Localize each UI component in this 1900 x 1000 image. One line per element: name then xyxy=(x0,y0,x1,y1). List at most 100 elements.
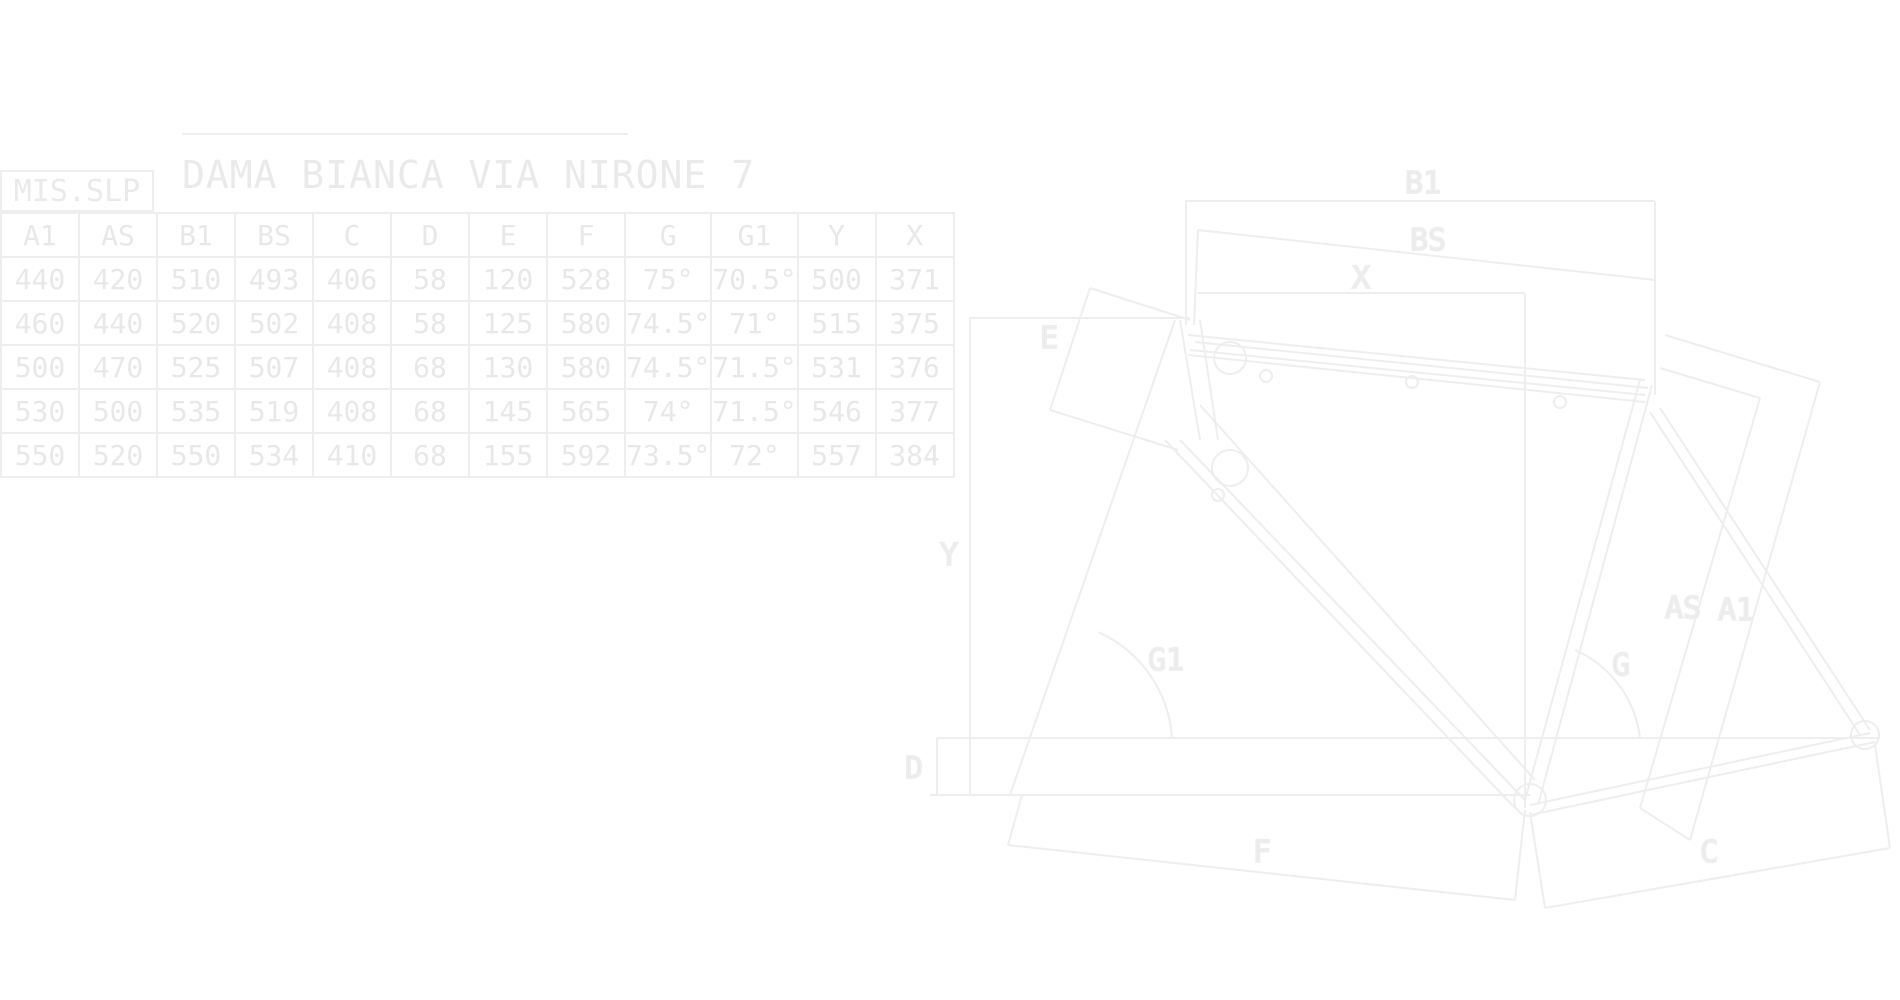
table-cell: 531 xyxy=(796,344,877,390)
table-cell: 74.5° xyxy=(623,344,713,390)
table-cell: 493 xyxy=(234,256,314,302)
as-top-line xyxy=(1659,367,1761,399)
table-cell: 550 xyxy=(156,432,236,478)
table-cell: 470 xyxy=(78,344,158,390)
table-cell: 71.5° xyxy=(710,388,799,434)
seat-tube-back xyxy=(1537,384,1653,806)
table-cell: 145 xyxy=(468,388,548,434)
table-cell: 155 xyxy=(468,432,548,478)
column-header-y: Y xyxy=(796,212,877,258)
table-cell: 73.5° xyxy=(623,432,713,478)
table-cell: 410 xyxy=(312,432,392,478)
table-cell: 500 xyxy=(78,388,158,434)
table-cell: 72° xyxy=(710,432,799,478)
cable-guide-2 xyxy=(1553,395,1567,409)
table-cell: 58 xyxy=(390,300,470,346)
label-bs: BS xyxy=(1410,223,1446,258)
size-label: MIS.SLP xyxy=(13,173,141,209)
column-header-g1: G1 xyxy=(710,212,799,258)
table-cell: 534 xyxy=(234,432,314,478)
label-d: D xyxy=(905,751,923,786)
cable-guide-1 xyxy=(1405,375,1419,389)
column-header-b1: B1 xyxy=(156,212,236,258)
table-cell: 546 xyxy=(796,388,877,434)
label-g1: G1 xyxy=(1148,643,1184,678)
label-y: Y xyxy=(940,538,958,573)
table-cell: 535 xyxy=(156,388,236,434)
table-cell: 408 xyxy=(312,388,392,434)
table-cell: 406 xyxy=(312,256,392,302)
bs-left-extension xyxy=(1193,229,1199,326)
table-cell: 408 xyxy=(312,344,392,390)
table-cell: 440 xyxy=(78,300,158,346)
column-header-e: E xyxy=(468,212,548,258)
label-g: G xyxy=(1612,648,1630,683)
label-f: F xyxy=(1253,835,1271,870)
table-cell: 71° xyxy=(710,300,799,346)
f-right-tick xyxy=(1514,809,1526,901)
column-header-bs: BS xyxy=(234,212,314,258)
f-front-extension xyxy=(1009,319,1176,796)
dimension-labels: B1 BS X Y E D F C G1 G AS A1 xyxy=(904,165,1755,871)
c-dimension-line xyxy=(1544,847,1891,909)
table-cell: 68 xyxy=(390,344,470,390)
c-left-tick xyxy=(1529,811,1546,909)
table-cell: 580 xyxy=(546,344,626,390)
a1-dimension-line xyxy=(1689,381,1821,841)
table-cell: 500 xyxy=(0,344,80,390)
table-cell: 68 xyxy=(390,388,470,434)
column-header-d: D xyxy=(390,212,470,258)
label-e: E xyxy=(1040,321,1058,356)
seat-stay-lower xyxy=(1649,411,1861,736)
table-cell: 377 xyxy=(874,388,955,434)
page-title: DAMA BIANCA VIA NIRONE 7 xyxy=(182,153,756,197)
chain-stay-lower xyxy=(1529,741,1876,816)
table-cell: 528 xyxy=(546,256,626,302)
down-tube-upper xyxy=(1179,439,1526,801)
table-cell: 75° xyxy=(623,256,713,302)
g1-angle-arc xyxy=(1097,631,1173,739)
e-bottom-line xyxy=(1049,409,1179,451)
cable-guide-3 xyxy=(1259,369,1273,383)
size-label-cell: MIS.SLP xyxy=(0,170,154,212)
c-right-tick xyxy=(1874,744,1891,849)
table-cell: 375 xyxy=(874,300,955,346)
table-cell: 565 xyxy=(546,388,626,434)
table-cell: 376 xyxy=(874,344,955,390)
table-cell: 519 xyxy=(234,388,314,434)
seat-tube-front xyxy=(1524,379,1641,801)
head-tube-back xyxy=(1199,319,1219,441)
table-cell: 515 xyxy=(796,300,877,346)
top-tube-center xyxy=(1194,341,1649,389)
down-tube-cable xyxy=(1164,439,1516,809)
bottom-bracket-shell xyxy=(1513,783,1547,817)
head-tube-front xyxy=(1179,319,1201,441)
cable-guide-4 xyxy=(1211,488,1225,502)
table-cell: 510 xyxy=(156,256,236,302)
g-angle-arc xyxy=(1574,649,1641,739)
table-cell: 130 xyxy=(468,344,548,390)
chain-stay-upper xyxy=(1529,732,1871,806)
table-cell: 520 xyxy=(78,432,158,478)
bicycle-frame xyxy=(1164,319,1880,817)
table-cell: 408 xyxy=(312,300,392,346)
title-underline xyxy=(182,133,628,135)
table-cell: 592 xyxy=(546,432,626,478)
table-cell: 502 xyxy=(234,300,314,346)
column-header-f: F xyxy=(546,212,626,258)
table-cell: 460 xyxy=(0,300,80,346)
table-cell: 125 xyxy=(468,300,548,346)
top-tube-upper xyxy=(1187,334,1646,381)
table-cell: 384 xyxy=(874,432,955,478)
label-as: AS xyxy=(1665,591,1701,626)
table-cell: 580 xyxy=(546,300,626,346)
a1-top-line xyxy=(1664,334,1821,383)
head-tube-lug xyxy=(1213,341,1247,375)
label-x: X xyxy=(1352,261,1370,296)
geometry-table-header-row: A1 AS B1 BS C D E F G G1 Y X xyxy=(0,212,955,258)
